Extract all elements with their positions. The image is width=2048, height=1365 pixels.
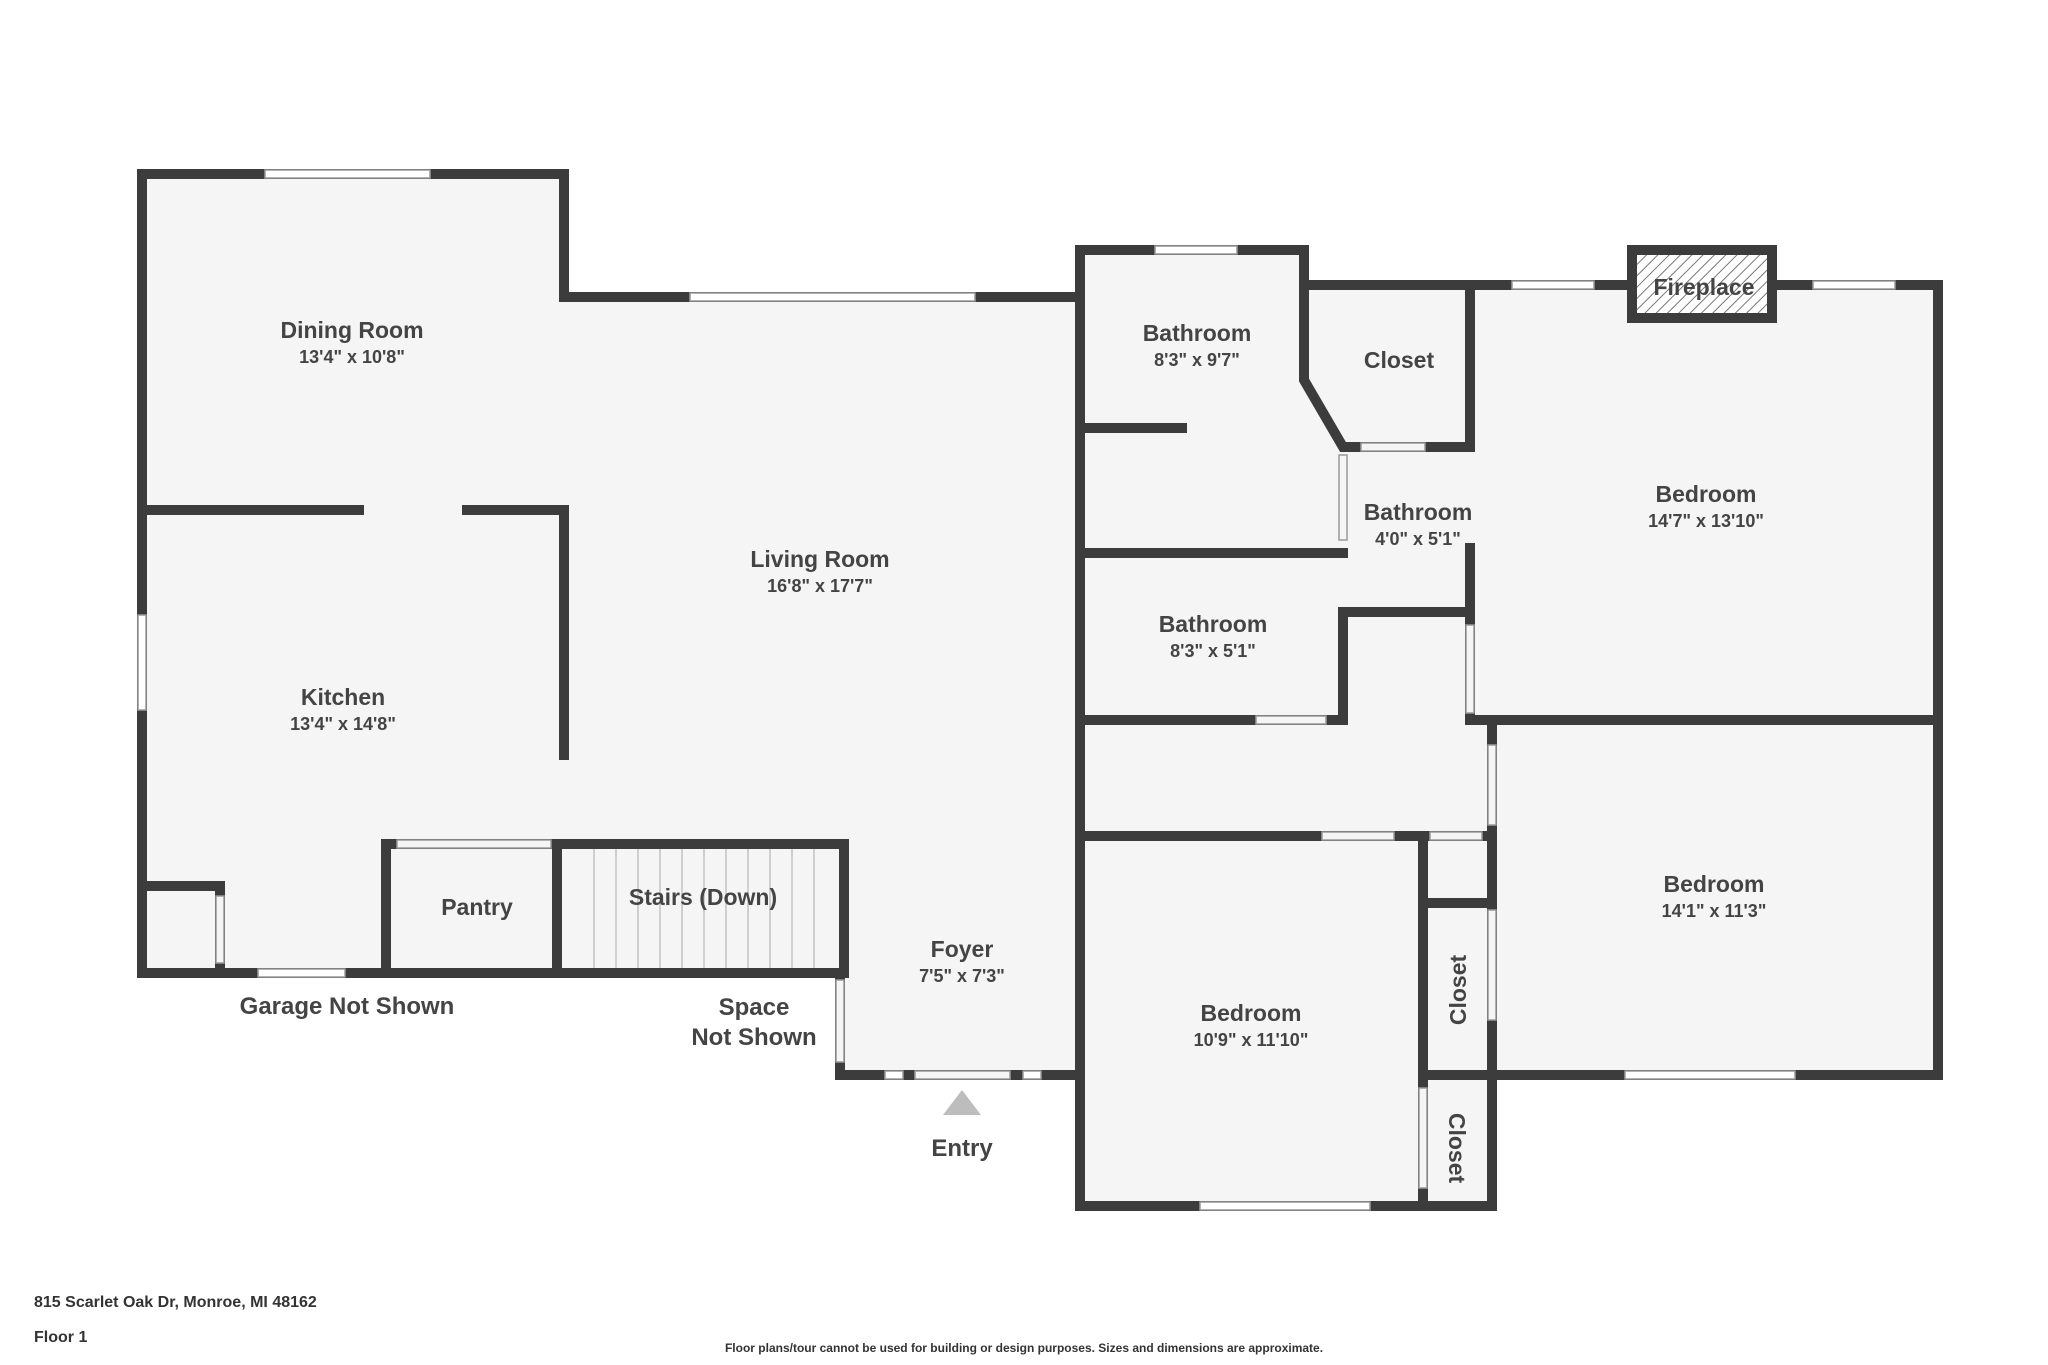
dim-foyer: 7'5" x 7'3" xyxy=(919,966,1005,986)
door-openings xyxy=(215,442,1497,1189)
window-foyer-a xyxy=(884,1070,904,1080)
windows xyxy=(137,169,1896,1211)
label-foyer: Foyer xyxy=(931,936,994,962)
fireplace-hearth xyxy=(1627,245,1777,323)
label-closet-top: Closet xyxy=(1364,347,1435,373)
window-right-bed-south xyxy=(1624,1070,1796,1080)
window-dining-north xyxy=(264,169,431,179)
label-pantry: Pantry xyxy=(441,894,513,920)
label-bedroom-bottom: Bedroom xyxy=(1201,1000,1302,1026)
dim-bedroom-right: 14'1" x 11'3" xyxy=(1662,901,1767,921)
opening-foyer-west xyxy=(835,979,845,1063)
label-stairs: Stairs (Down) xyxy=(629,884,777,910)
dim-bedroom-bottom: 10'9" x 11'10" xyxy=(1194,1030,1309,1050)
opening-bottom-bed-north xyxy=(1321,831,1395,841)
wall-kitchen-north-b xyxy=(462,505,569,760)
label-garage-not-shown: Garage Not Shown xyxy=(240,993,455,1020)
label-bathroom-1: Bathroom xyxy=(1143,320,1252,346)
opening-closet-v2 xyxy=(1418,1087,1428,1189)
opening-kitchen-closet xyxy=(215,895,225,964)
opening-right-bed-west xyxy=(1487,744,1497,826)
label-kitchen: Kitchen xyxy=(301,684,385,710)
floor-label: Floor 1 xyxy=(34,1329,88,1346)
dim-bathroom-1: 8'3" x 9'7" xyxy=(1154,350,1240,370)
window-bottom-bed-south xyxy=(1199,1201,1371,1211)
wall-pantry-stairs xyxy=(381,839,849,978)
opening-hall-closet xyxy=(1429,831,1483,841)
opening-pantry xyxy=(396,839,552,849)
label-bathroom-2: Bathroom xyxy=(1159,611,1268,637)
wall-master xyxy=(1465,280,1943,725)
opening-bath2-south xyxy=(1255,715,1327,725)
entry-arrow-icon xyxy=(943,1090,981,1115)
wall-closet-top xyxy=(1299,280,1475,452)
dim-bathroom-3: 4'0" x 5'1" xyxy=(1375,529,1461,549)
label-dining-room: Dining Room xyxy=(280,317,423,343)
opening-closet-top xyxy=(1360,442,1426,452)
dim-living-room: 16'8" x 17'7" xyxy=(767,576,873,596)
dim-dining-room: 13'4" x 10'8" xyxy=(299,347,405,367)
dim-bathroom-2: 8'3" x 5'1" xyxy=(1170,641,1256,661)
label-bathroom-3: Bathroom xyxy=(1364,499,1473,525)
label-living-room: Living Room xyxy=(750,546,889,572)
label-closet-vertical-1: Closet xyxy=(1445,955,1471,1026)
window-kitchen-west xyxy=(137,614,147,711)
stair-treads xyxy=(593,849,815,968)
label-bedroom-right: Bedroom xyxy=(1664,871,1765,897)
label-space-line2: Not Shown xyxy=(691,1024,816,1051)
outside-labels: Garage Not Shown Space Not Shown Entry xyxy=(240,993,994,1162)
floor-fill xyxy=(142,174,1938,1206)
window-master-north-b xyxy=(1812,280,1896,290)
wall-bath-block xyxy=(1075,245,1635,1080)
opening-bath3-west xyxy=(1338,454,1348,541)
disclaimer-text: Floor plans/tour cannot be used for buil… xyxy=(724,1341,1324,1355)
wall-bath2 xyxy=(1075,607,1475,725)
label-fireplace: Fireplace xyxy=(1654,274,1755,300)
dim-kitchen: 13'4" x 14'8" xyxy=(290,714,396,734)
window-kitchen-south xyxy=(257,968,346,978)
label-space-line1: Space xyxy=(719,994,790,1021)
address-text: 815 Scarlet Oak Dr, Monroe, MI 48162 xyxy=(34,1294,317,1311)
window-bath1-north xyxy=(1154,245,1238,255)
label-bedroom-master: Bedroom xyxy=(1656,481,1757,507)
window-foyer-b xyxy=(1022,1070,1042,1080)
label-entry: Entry xyxy=(931,1135,993,1162)
window-master-north-a xyxy=(1511,280,1595,290)
opening-closet-v1 xyxy=(1487,909,1497,1021)
room-labels: Dining Room 13'4" x 10'8" Living Room 16… xyxy=(280,274,1766,1183)
label-closet-vertical-2: Closet xyxy=(1444,1113,1470,1184)
opening-master-hall xyxy=(1465,624,1475,714)
dim-bedroom-master: 14'7" x 13'10" xyxy=(1648,511,1764,531)
opening-entry xyxy=(914,1070,1011,1080)
window-living-north xyxy=(689,292,976,302)
